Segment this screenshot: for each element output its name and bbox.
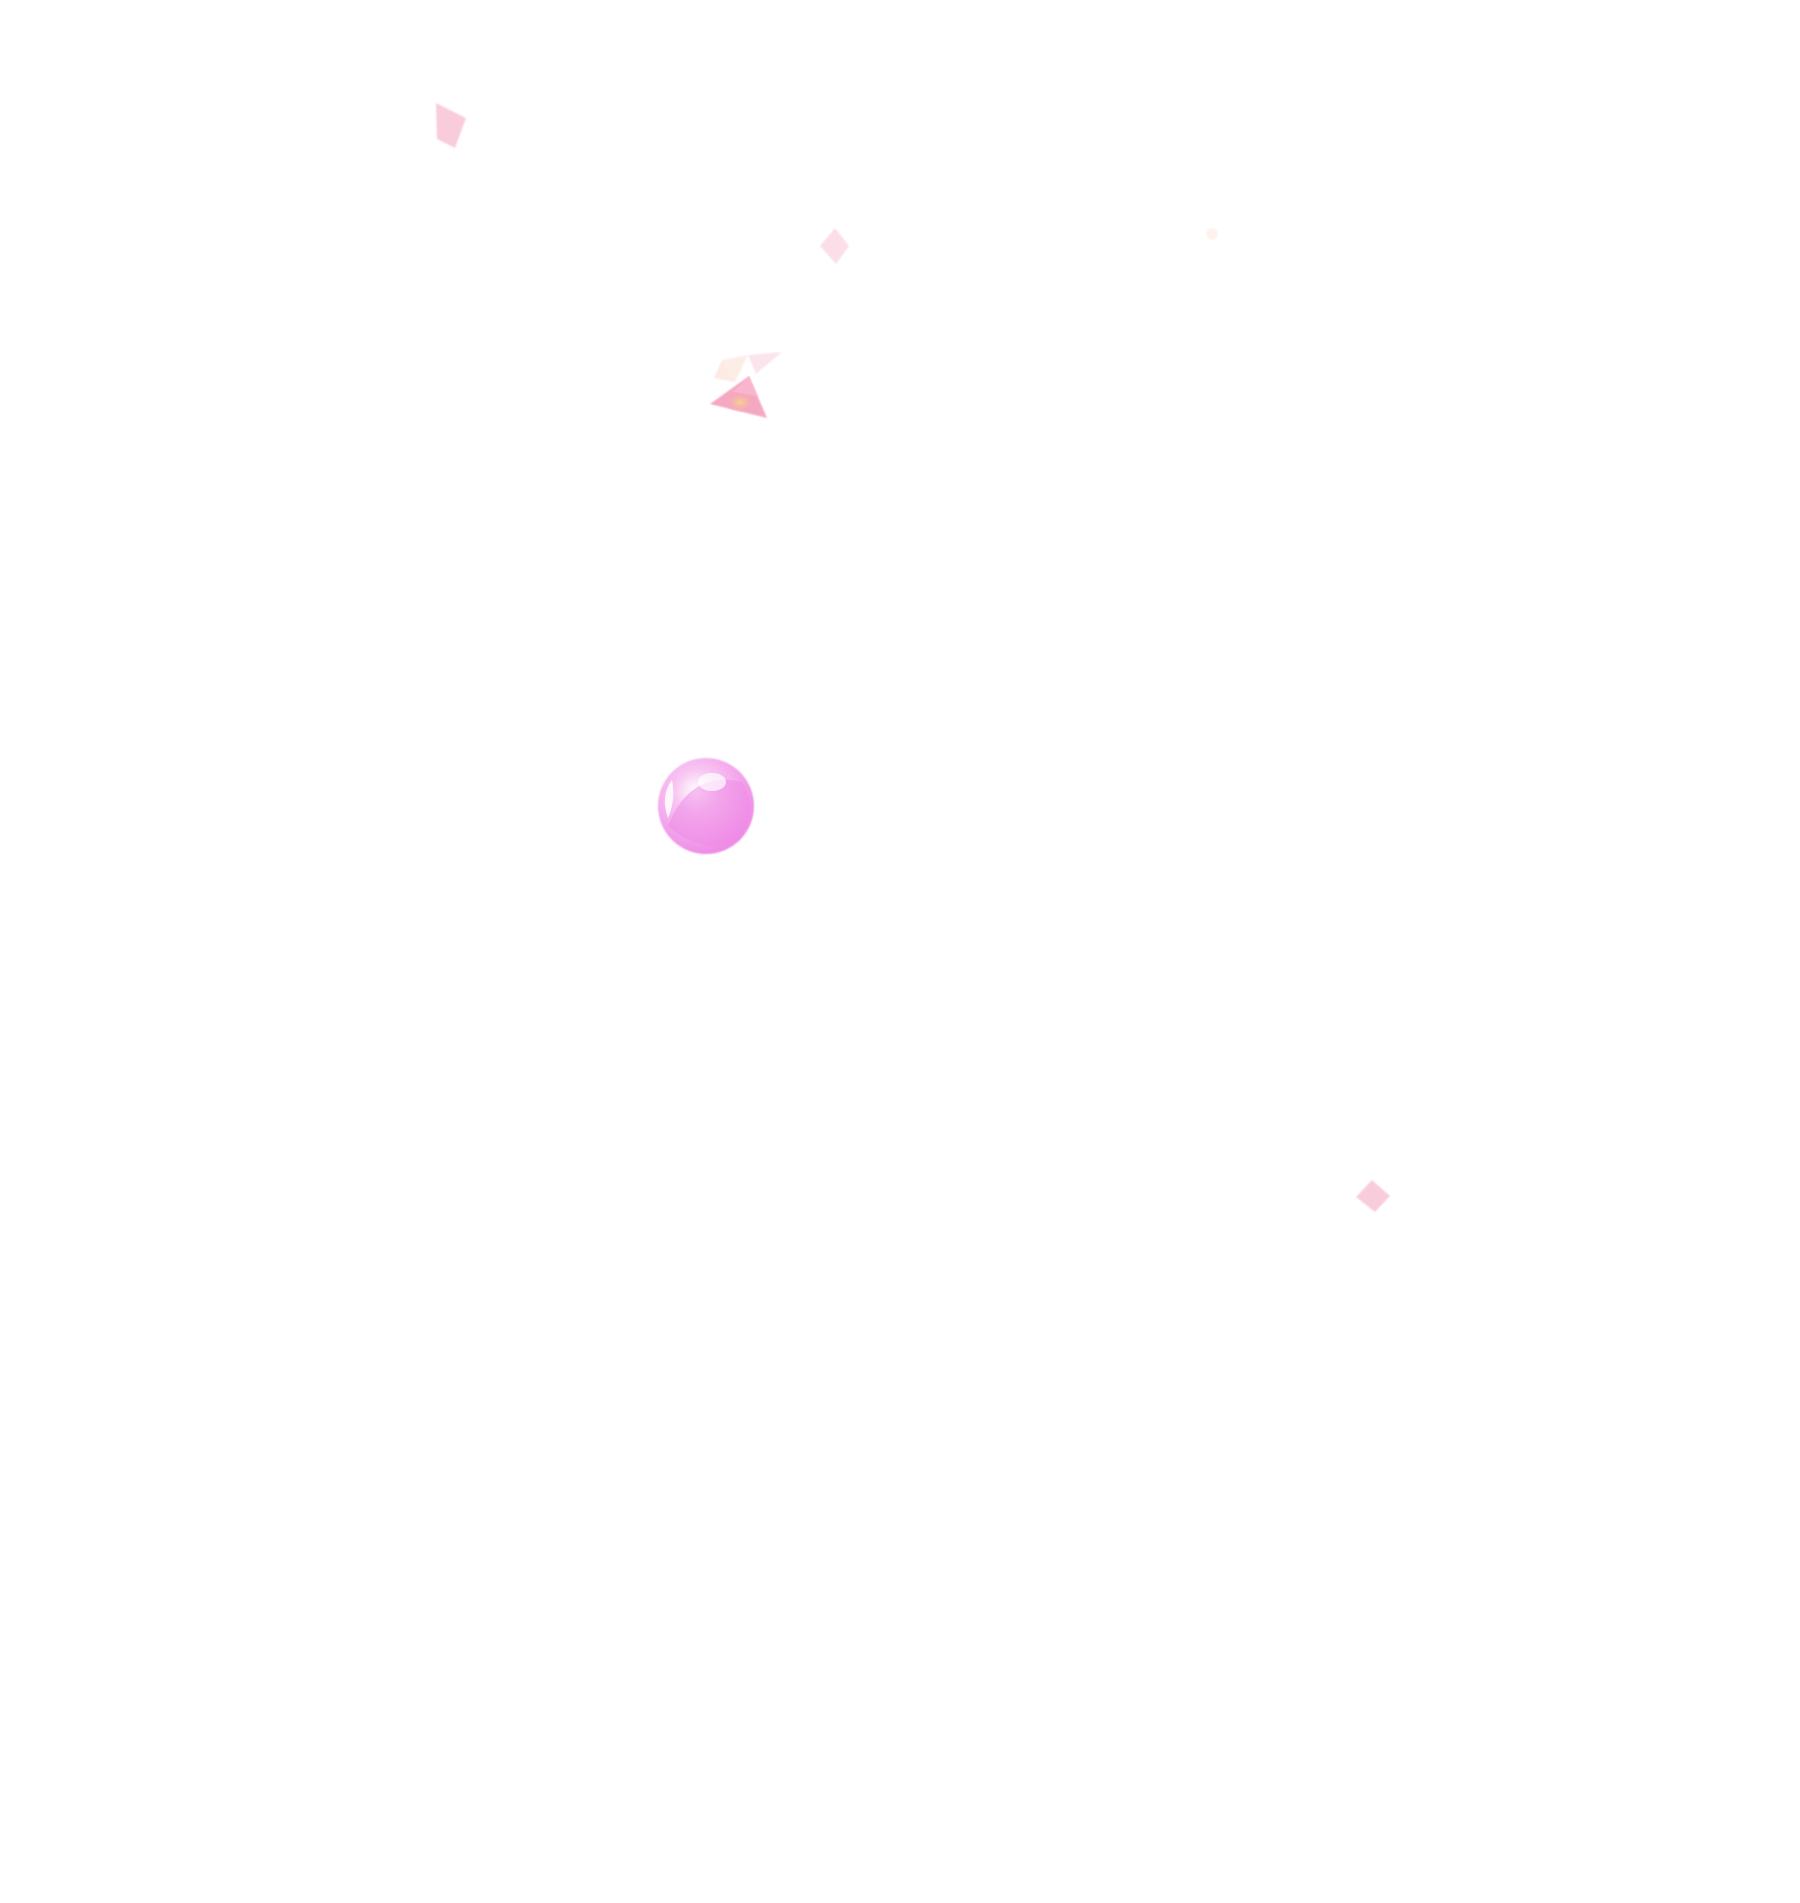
bow-confetti — [714, 352, 782, 382]
faint-speck — [1206, 228, 1218, 240]
glowing-orb — [658, 758, 754, 854]
diamond-confetti-3 — [1356, 1180, 1390, 1212]
diamond-confetti-2 — [820, 228, 849, 264]
diamond-confetti-1 — [436, 103, 466, 148]
triangle-confetti — [710, 376, 767, 418]
